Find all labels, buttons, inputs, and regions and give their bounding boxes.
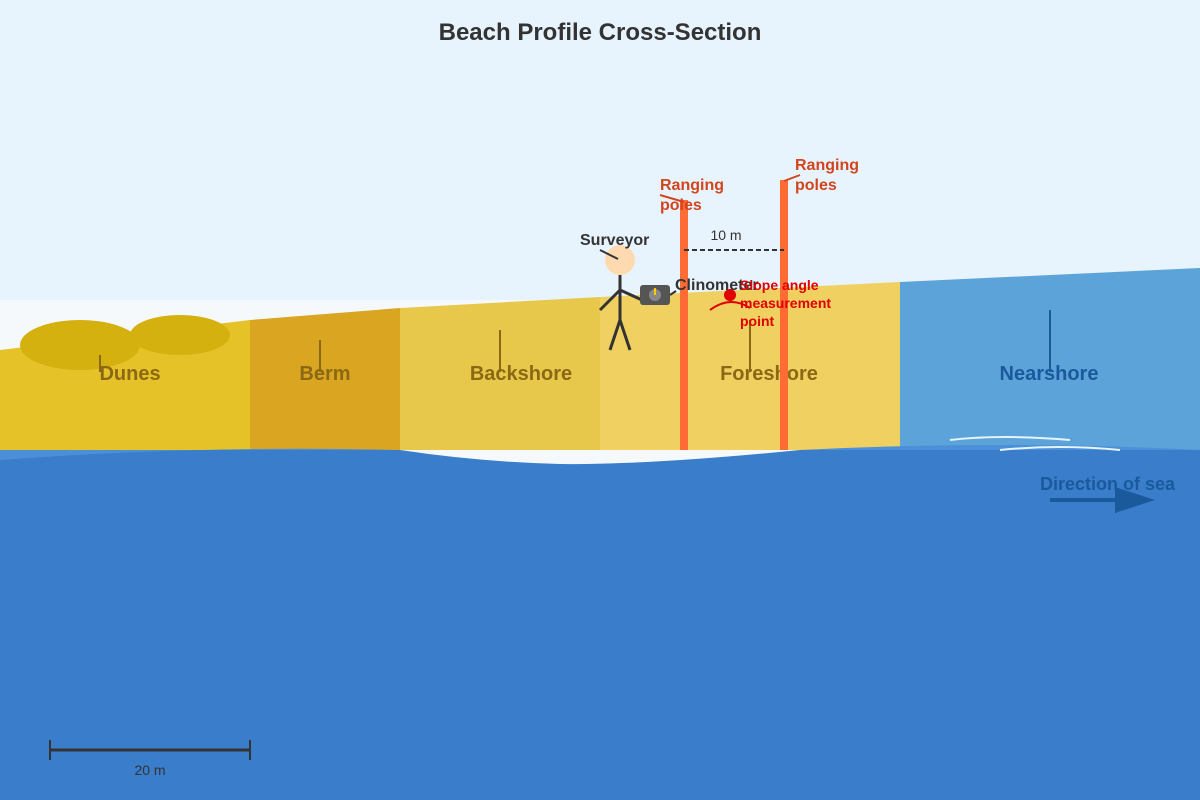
surveyor-arm	[619, 288, 643, 302]
sea-body	[0, 450, 1200, 800]
sea-direction-label: Direction of sea	[1040, 474, 1176, 494]
pole-leader-line	[659, 194, 685, 203]
surveyor-arm	[598, 288, 622, 312]
sea-surface	[0, 445, 1200, 460]
zone-label-dunes: Dunes	[99, 363, 160, 385]
diagram-title: Beach Profile Cross-Section	[439, 19, 762, 46]
slope-angle-arc	[709, 301, 751, 311]
zone-label-backshore: Backshore	[470, 363, 572, 385]
surveyor-head	[605, 245, 635, 275]
zone-label-nearshore: Nearshore	[1000, 363, 1099, 385]
wave-line	[999, 446, 1121, 451]
clinometer-label: Clinometer	[675, 277, 759, 294]
dune-mound	[20, 320, 140, 370]
surveyor-label: Surveyor	[580, 232, 649, 249]
ranging-poles-label-2: Ranging poles	[795, 157, 863, 194]
slope-measurement-point	[724, 289, 736, 301]
clinometer-leader-line	[669, 290, 677, 296]
zone-backshore	[400, 297, 600, 450]
scale-bar	[49, 740, 251, 760]
arrow-right-icon	[1115, 487, 1155, 513]
clinometer-icon	[640, 285, 670, 305]
wave-line	[949, 436, 1071, 441]
zone-label-foreshore: Foreshore	[720, 363, 818, 385]
slope-point-label: Slope angle measurement point	[740, 277, 835, 329]
zone-berm	[250, 308, 400, 450]
surveyor-leg	[608, 319, 622, 351]
surveyor-leg	[618, 319, 632, 351]
surveyor-figure	[598, 245, 643, 351]
ranging-pole-2	[780, 180, 788, 450]
dune-mound	[130, 315, 230, 355]
shoreline-foam	[400, 450, 800, 465]
pole-spacing-label: 10 m	[710, 227, 741, 243]
surveyor-leader-line	[599, 249, 619, 260]
pole-leader-line	[783, 174, 801, 182]
ranging-poles-label-1: Ranging poles	[660, 177, 728, 214]
ranging-pole-1	[680, 200, 688, 450]
zone-label-berm: Berm	[299, 363, 350, 385]
scale-bar-label: 20 m	[134, 762, 165, 778]
